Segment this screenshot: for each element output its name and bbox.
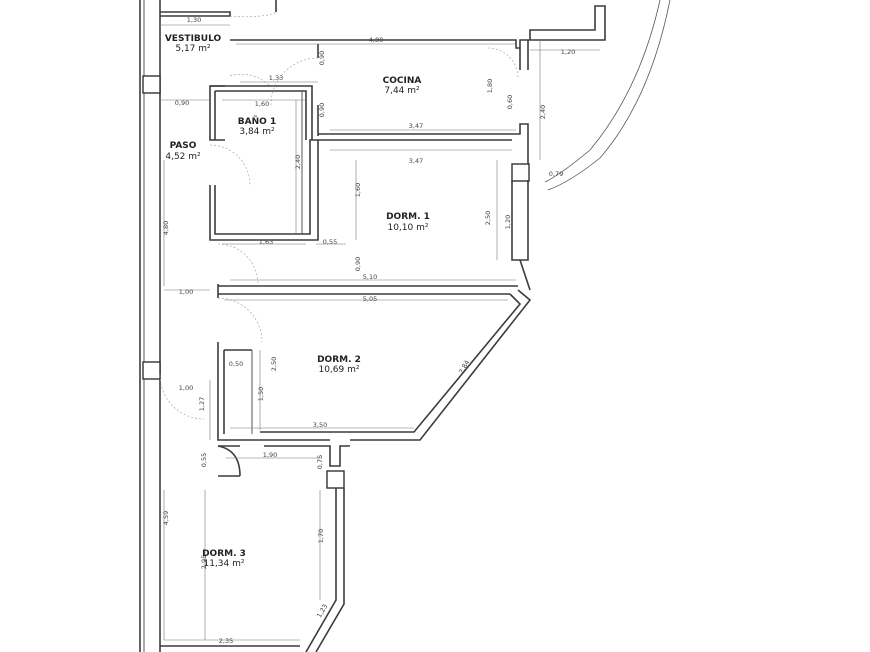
door-swing: [217, 297, 263, 343]
dimension-label: 2,40: [539, 105, 547, 119]
dimension-label: 0,79: [549, 170, 563, 178]
dimension-label: 1,20: [504, 215, 512, 229]
room-area-bano-1: 3,84 m²: [239, 127, 275, 137]
dimension-label: 0,90: [318, 51, 326, 65]
door-swing: [487, 47, 519, 79]
room-labels: VESTIBULO 5,17 m² COCINA 7,44 m² BAÑO 1 …: [165, 34, 430, 569]
dimension-label: 4,80: [369, 36, 383, 44]
dimension-label: 0,75: [316, 455, 324, 469]
dimension-label: 1,80: [486, 79, 494, 93]
dimension-lines: [160, 24, 600, 641]
dimension-label: 1,33: [269, 74, 283, 82]
dimension-label: 0,60: [506, 95, 514, 109]
dimension-label: 2,50: [484, 211, 492, 225]
dimension-label: 5,05: [363, 295, 377, 303]
room-name-dorm-1: DORM. 1: [386, 212, 430, 222]
column: [142, 75, 161, 94]
room-area-dorm-1: 10,10 m²: [387, 223, 428, 233]
dimension-label: 2,50: [270, 357, 278, 371]
room-name-cocina: COCINA: [383, 76, 422, 86]
room-name-bano-1: BAÑO 1: [238, 116, 276, 127]
dimension-label: 0,55: [323, 238, 337, 246]
dimension-label: 1,63: [259, 238, 273, 246]
dimension-label: 3,47: [409, 157, 423, 165]
room-area-dorm-2: 10,69 m²: [318, 365, 359, 375]
room-area-paso: 4,52 m²: [165, 152, 201, 162]
door-swing: [217, 243, 259, 285]
room-name-paso: PASO: [170, 141, 197, 151]
dimension-label: 0,90: [318, 103, 326, 117]
dimension-label: 0,90: [175, 99, 189, 107]
dimension-label: 1,20: [561, 48, 575, 56]
dimension-label: 1,70: [317, 529, 325, 543]
dimension-label: 4,80: [162, 221, 170, 235]
room-name-vestibulo: VESTIBULO: [165, 34, 222, 44]
room-name-dorm-2: DORM. 2: [317, 355, 361, 365]
dimension-label: 1,60: [354, 183, 362, 197]
dimension-label: 0,50: [229, 360, 243, 368]
dimension-label: 1,60: [255, 100, 269, 108]
dimension-label: 2,84: [457, 359, 471, 376]
dimension-label: 4,59: [162, 511, 170, 525]
door-swing: [159, 374, 205, 420]
room-area-cocina: 7,44 m²: [384, 86, 420, 96]
dimension-label: 3,47: [409, 122, 423, 130]
dimension-label: 1,30: [187, 16, 201, 24]
dimension-label: 0,55: [200, 453, 208, 467]
dimension-label: 0,90: [354, 257, 362, 271]
dimension-label: 2,35: [219, 637, 233, 645]
room-name-dorm-3: DORM. 3: [202, 549, 246, 559]
dimension-label: 2,95: [200, 555, 208, 569]
door-swing: [229, 74, 271, 87]
door-swing: [209, 144, 251, 186]
dimension-label: 1,00: [179, 384, 193, 392]
column: [326, 470, 345, 489]
interior-walls: [160, 0, 606, 652]
column: [142, 361, 161, 380]
dimension-label: 1,00: [179, 288, 193, 296]
dimension-label: 1,50: [257, 387, 265, 401]
column: [511, 163, 530, 182]
dimension-label: 1,90: [263, 451, 277, 459]
room-area-dorm-3: 11,34 m²: [203, 559, 244, 569]
dimension-labels: 1,30 4,80 1,20 0,90 1,33 1,80 0,60 2,40 …: [162, 16, 575, 645]
door-swing: [229, 11, 277, 17]
terrace-outline: [539, 0, 671, 191]
room-area-vestibulo: 5,17 m²: [175, 44, 211, 54]
door-swing: [270, 57, 319, 106]
dimension-label: 5,10: [363, 273, 377, 281]
dimension-label: 3,50: [313, 421, 327, 429]
doors: [159, 11, 519, 420]
structural-columns: [142, 75, 530, 489]
exterior-walls: [139, 0, 161, 652]
dimension-label: 2,40: [294, 155, 302, 169]
dimension-label: 1,27: [198, 397, 206, 411]
